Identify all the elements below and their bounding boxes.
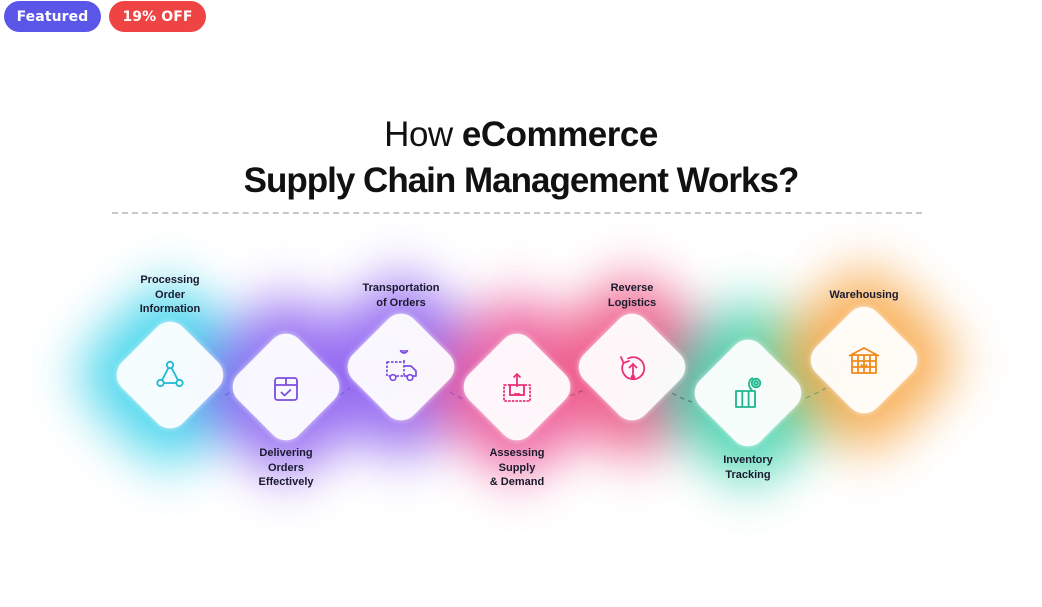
- label-line: Orders: [267, 461, 305, 474]
- step-label-processing-order: Processing Order Information: [110, 273, 230, 317]
- step-label-inventory-tracking: Inventory Tracking: [688, 453, 808, 482]
- label-line: Tracking: [725, 468, 771, 481]
- discount-badge: 19% OFF: [109, 1, 206, 32]
- badge-group: Featured 19% OFF: [4, 1, 206, 32]
- label-line: Processing: [140, 274, 200, 286]
- label-line: Effectively: [258, 476, 314, 488]
- box-arrow-up-icon: [499, 370, 535, 406]
- step-label-warehousing: Warehousing: [804, 288, 924, 303]
- label-line: Warehousing: [829, 289, 899, 301]
- warehouse-icon: [846, 343, 882, 379]
- step-label-delivering-orders: Delivering Orders Effectively: [226, 446, 346, 490]
- label-line: Inventory: [723, 454, 773, 466]
- label-line: Information: [139, 303, 201, 315]
- dashed-divider: [112, 212, 922, 214]
- label-line: Transportation: [362, 282, 440, 294]
- return-arrow-icon: [615, 350, 651, 386]
- label-line: Delivering: [259, 447, 313, 459]
- network-triangle-icon: [152, 357, 188, 393]
- step-label-reverse-logistics: Reverse Logistics: [572, 281, 692, 310]
- label-line: Logistics: [607, 296, 657, 309]
- label-line: & Demand: [489, 476, 545, 488]
- page-title: How eCommerce Supply Chain Management Wo…: [0, 112, 1042, 204]
- title-prefix: How: [384, 115, 462, 154]
- delivery-truck-icon: [384, 350, 420, 386]
- step-label-transportation: Transportation of Orders: [341, 281, 461, 310]
- featured-badge: Featured: [4, 1, 101, 32]
- inventory-tracking-icon: [730, 375, 766, 411]
- title-highlight: eCommerce: [461, 115, 658, 154]
- label-line: Reverse: [610, 282, 654, 294]
- label-line: Order: [155, 288, 185, 301]
- title-line-2: Supply Chain Management Works?: [243, 161, 800, 200]
- label-line: Assessing: [489, 447, 545, 459]
- label-line: of Orders: [376, 296, 426, 309]
- package-check-icon: [268, 371, 304, 407]
- step-label-assessing-supply: Assessing Supply & Demand: [457, 446, 577, 490]
- label-line: Supply: [498, 461, 536, 474]
